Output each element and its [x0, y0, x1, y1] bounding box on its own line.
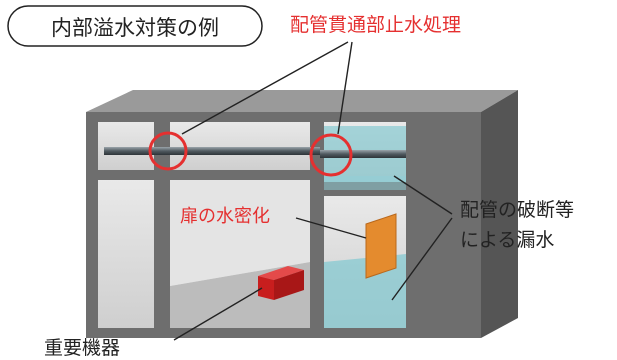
label-pipe-break-line2: による漏水: [460, 229, 554, 251]
room-main-back: [170, 180, 310, 286]
leader-lines: [173, 41, 453, 341]
watertight-door: [365, 213, 397, 279]
leader-penetration-left: [181, 41, 349, 135]
room-bottom-left: [98, 180, 154, 328]
building-right-side: [481, 90, 518, 338]
water-bottom-right: [324, 254, 406, 328]
pipe-right-segment: [320, 150, 406, 158]
title-text: 内部溢水対策の例: [51, 16, 219, 40]
label-important-equipment: 重要機器: [44, 337, 120, 359]
penetration-marker-right: [309, 133, 353, 177]
leader-leak-lower: [391, 217, 453, 301]
building-top: [86, 90, 518, 112]
room-top-left: [98, 122, 154, 170]
label-pipe-penetration: 配管貫通部止水処理: [290, 14, 461, 36]
leader-equipment: [173, 287, 263, 341]
building: [86, 90, 518, 338]
leader-leak-upper: [393, 175, 453, 215]
pipe-left-segment: [104, 147, 320, 155]
penetration-marker-left: [148, 131, 188, 171]
leader-penetration-right: [337, 41, 353, 135]
water-spill: [324, 176, 406, 190]
room-top-middle: [170, 122, 310, 170]
pipe: [104, 147, 406, 158]
label-pipe-break-line1: 配管の破断等: [460, 199, 574, 221]
title-box: 内部溢水対策の例: [7, 5, 263, 47]
label-door-watertight: 扉の水密化: [180, 206, 270, 227]
leader-door: [295, 217, 367, 239]
important-equipment-box: [258, 266, 304, 300]
